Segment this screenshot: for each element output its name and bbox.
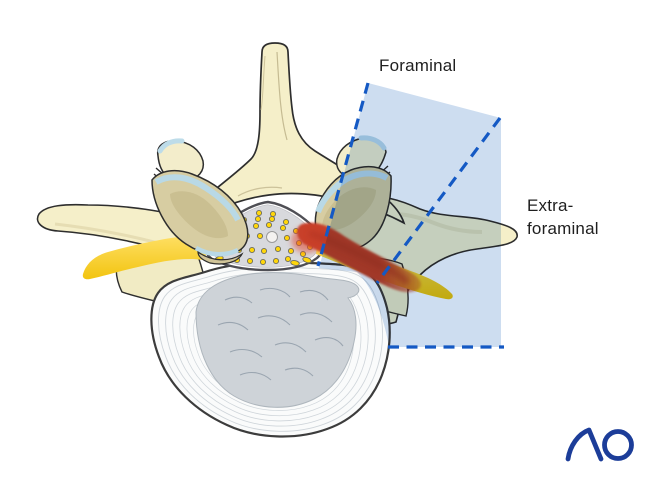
nerve-root-left <box>82 234 207 280</box>
central-rootlet <box>266 231 278 243</box>
label-extraforaminal: Extra- foraminal <box>527 194 599 240</box>
foraminal-zone-shading <box>319 83 501 347</box>
nucleus-pulposus <box>195 272 360 408</box>
vertebral-body <box>150 260 391 438</box>
ao-logo <box>556 420 646 472</box>
zone-boundary-line-middle <box>375 117 502 284</box>
label-extraforaminal-line1: Extra- <box>527 196 574 215</box>
zone-boundary-line-medial <box>316 82 370 267</box>
label-extraforaminal-line2: foraminal <box>527 219 599 238</box>
ao-logo-icon <box>565 427 634 462</box>
facet-joint-left <box>151 138 249 265</box>
ao-logo-a <box>565 427 604 462</box>
ao-logo-o <box>602 429 634 461</box>
zone-overlay-group <box>316 82 504 349</box>
label-foraminal: Foraminal <box>379 56 457 75</box>
